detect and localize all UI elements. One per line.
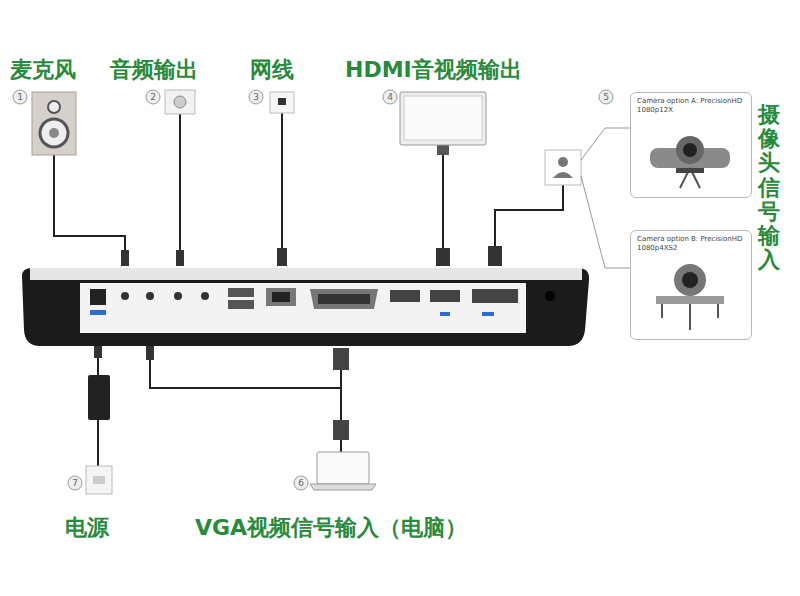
- monitor-icon: [400, 92, 486, 145]
- power-adapter: [86, 375, 112, 494]
- port-label: 摄像头信号输入: [758, 103, 780, 272]
- port-label: 麦克风: [10, 57, 76, 83]
- camera-option-box: Camera option A: PrecisionHD 1080p12X: [630, 92, 752, 198]
- camera-model-text: Camera option A: PrecisionHD 1080p12X: [631, 93, 751, 119]
- audio-jack-icon: [165, 90, 195, 114]
- network-jack-icon: [270, 92, 294, 113]
- callout-number: 5: [598, 89, 614, 105]
- camera-model-text: Camera option B: PrecisionHD 1080p4XS2: [631, 231, 751, 257]
- callout-number: 4: [382, 89, 398, 105]
- camera-port-icon: [545, 128, 630, 268]
- callout-number: 2: [145, 89, 161, 105]
- camera-b-drawing: [656, 264, 724, 330]
- callout-number: 6: [293, 475, 309, 491]
- port-label: VGA视频信号输入（电脑）: [195, 515, 467, 541]
- port-label: 网线: [250, 57, 294, 83]
- callout-number: 3: [248, 89, 264, 105]
- callout-circles: [13, 90, 613, 490]
- cables: [54, 113, 563, 466]
- port-label: HDMI音视频输出: [345, 57, 522, 83]
- codec-unit: [22, 268, 589, 346]
- laptop-icon: [310, 452, 376, 490]
- speaker-icon: [32, 92, 76, 155]
- callout-number: 7: [67, 475, 83, 491]
- camera-a-drawing: [650, 136, 730, 188]
- camera-option-box: Camera option B: PrecisionHD 1080p4XS2: [630, 230, 752, 340]
- callout-number: 1: [12, 89, 28, 105]
- port-label: 电源: [65, 515, 109, 541]
- port-label: 音频输出: [110, 57, 198, 83]
